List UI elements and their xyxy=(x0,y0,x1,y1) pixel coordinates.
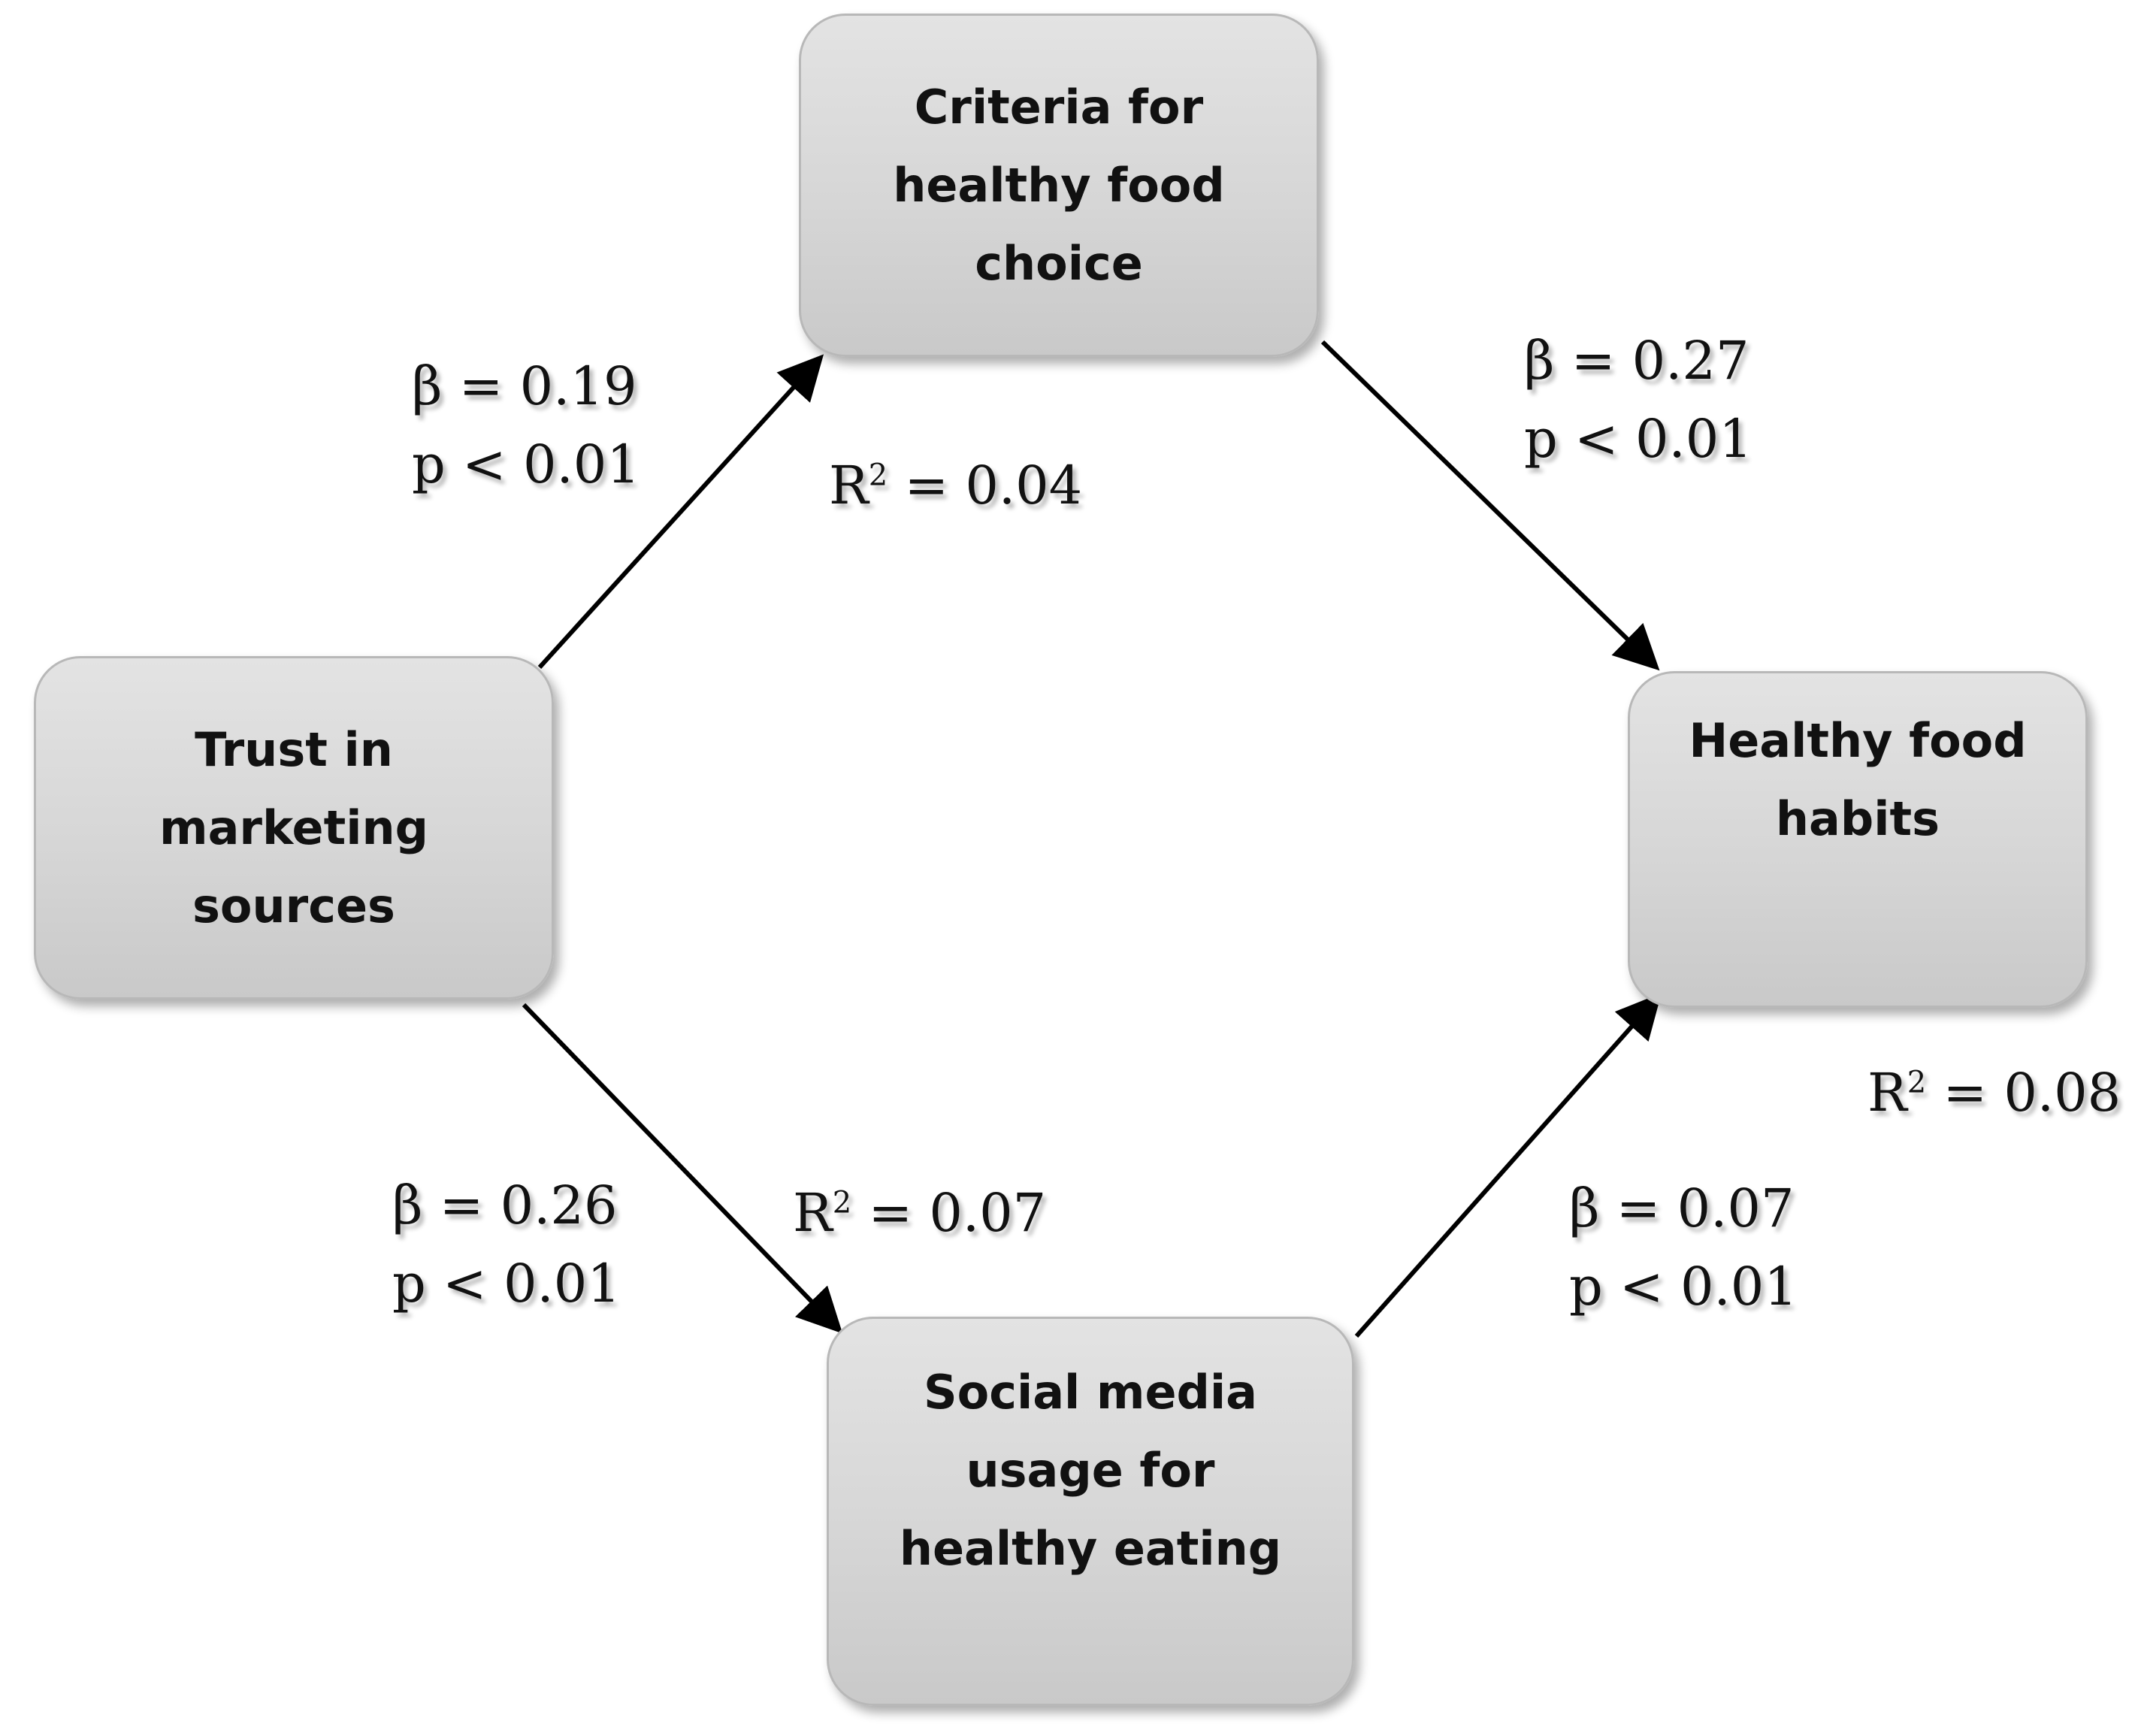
p-value: p < 0.01 xyxy=(392,1253,621,1314)
r-exponent: 2 xyxy=(1907,1065,1927,1100)
coef-social-to-habits: β = 0.07 p < 0.01 xyxy=(1569,1169,1798,1326)
coef-criteria-to-habits: β = 0.27 p < 0.01 xyxy=(1524,322,1752,478)
beta-value: β = 0.26 xyxy=(392,1175,618,1236)
arrow-trust-to-criteria xyxy=(537,354,824,670)
node-trust-in-marketing-sources: Trust in marketing sources xyxy=(34,656,554,1000)
coef-trust-to-social: β = 0.26 p < 0.01 xyxy=(392,1166,621,1323)
r-symbol: R xyxy=(1867,1062,1907,1124)
node-label: Healthy food habits xyxy=(1689,713,2027,846)
r-squared-criteria: R2 = 0.04 xyxy=(829,446,1082,525)
node-healthy-food-habits: Healthy food habits xyxy=(1628,671,2088,1008)
arrow-social-to-habits xyxy=(1354,993,1662,1338)
p-value: p < 0.01 xyxy=(1569,1256,1798,1317)
r-value: = 0.07 xyxy=(868,1182,1047,1244)
node-label: Trust in marketing sources xyxy=(159,721,429,933)
r-exponent: 2 xyxy=(832,1185,852,1220)
r-squared-habits: R2 = 0.08 xyxy=(1867,1054,2121,1132)
arrow-trust-to-social xyxy=(522,1003,843,1334)
p-value: p < 0.01 xyxy=(1524,408,1752,470)
r-value: = 0.04 xyxy=(904,455,1083,516)
r-symbol: R xyxy=(829,455,869,516)
r-squared-social: R2 = 0.07 xyxy=(793,1174,1046,1252)
node-social-media-usage: Social media usage for healthy eating xyxy=(827,1317,1354,1706)
p-value: p < 0.01 xyxy=(412,434,640,495)
node-criteria-healthy-food-choice: Criteria for healthy food choice xyxy=(799,14,1319,357)
node-label: Criteria for healthy food choice xyxy=(893,79,1225,291)
beta-value: β = 0.19 xyxy=(412,355,637,417)
r-exponent: 2 xyxy=(868,458,888,493)
node-label: Social media usage for healthy eating xyxy=(899,1365,1282,1576)
r-symbol: R xyxy=(793,1182,833,1244)
coef-trust-to-criteria: β = 0.19 p < 0.01 xyxy=(412,347,640,504)
beta-value: β = 0.27 xyxy=(1524,330,1749,392)
beta-value: β = 0.07 xyxy=(1569,1178,1795,1239)
arrow-criteria-to-habits xyxy=(1320,340,1660,671)
r-value: = 0.08 xyxy=(1943,1062,2121,1124)
